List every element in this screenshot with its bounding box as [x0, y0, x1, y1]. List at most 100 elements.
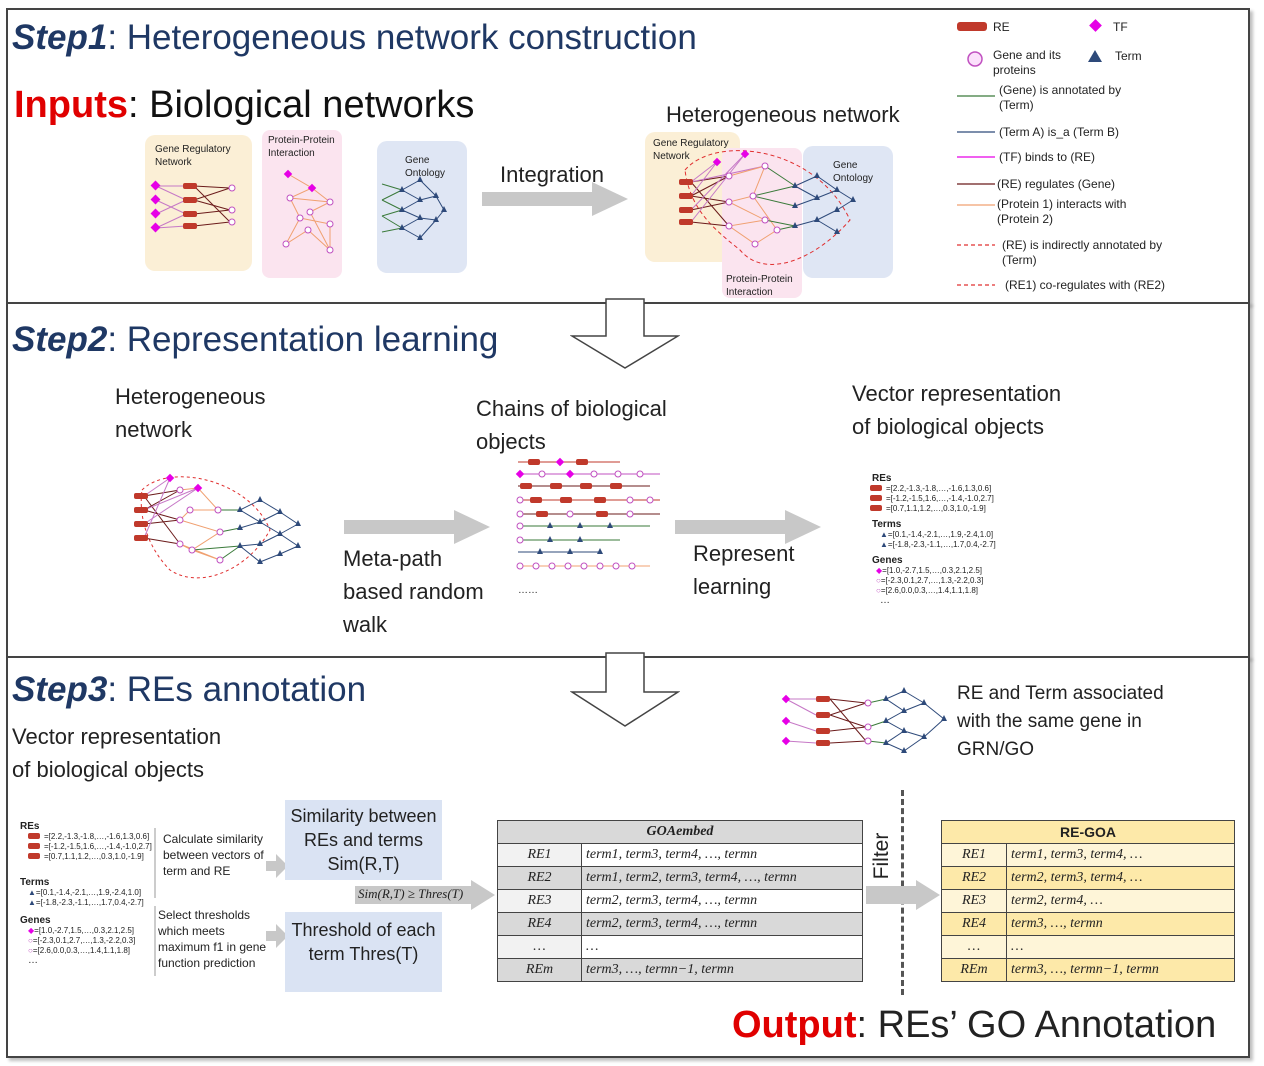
- re-term-note: RE and Term associated with the same gen…: [957, 683, 1164, 760]
- step1-heading: Step1: Heterogeneous network constructio…: [12, 18, 697, 58]
- output-heading: Output: REs’ GO Annotation: [732, 1004, 1216, 1047]
- vec3-res-header: REs: [20, 821, 40, 832]
- down-arrow-2: [570, 652, 680, 727]
- vec3-terms-header: Terms: [20, 877, 50, 888]
- similarity-box-text: Similarity between REs and terms Sim(R,T…: [290, 806, 437, 874]
- output-text: : REs’ GO Annotation: [856, 1004, 1217, 1046]
- goa-re-cell: …: [497, 935, 582, 959]
- goa-embed-header: GOAembed: [497, 820, 863, 844]
- step2-heading: Step2: Representation learning: [12, 320, 498, 360]
- threshold-box: Threshold of each term Thres(T): [285, 912, 442, 992]
- grn-label: Gene Regulatory Network: [155, 144, 231, 168]
- re-goa-re-cell: RE4: [941, 912, 1007, 936]
- vec3-genes-header: Genes: [20, 915, 51, 926]
- go-box: [377, 141, 467, 273]
- re-term-graphic: [781, 687, 947, 753]
- threshold-box-text: Threshold of each term Thres(T): [291, 920, 436, 964]
- re-goa-re-cell: RE1: [941, 843, 1007, 867]
- hn-go-box: [803, 146, 893, 278]
- integration-arrow: [482, 182, 628, 216]
- step3-vector-list: REs =[2.2,-1.3,-1.8,…,-1.6,1.3,0.6] =[-1…: [20, 822, 180, 966]
- vec2-term-row-1: ▲=[0.1,-1.4,-2.1,…,1.9,-2.4,1.0]: [880, 530, 994, 539]
- vec2-term-row-2: ▲=[-1.8,-2.3,-1.1,…,1.7,0.4,-2.7]: [880, 540, 996, 549]
- select-arrow: [266, 924, 288, 948]
- vec2-genes-header: Genes: [872, 555, 903, 566]
- re-goa-re-cell: REm: [941, 958, 1007, 982]
- step2-hetero-label: Heterogeneous network: [115, 384, 266, 442]
- vec2-re-row-2: =[-1.2,-1.5,1.6,…,-1.4,-1.0,2.7]: [870, 494, 1032, 504]
- legend-tf: TF: [1113, 20, 1128, 34]
- goa-terms-cell: term2, term3, term4, …, termn: [581, 889, 863, 913]
- hn-ppi-label: Protein-Protein Interaction: [726, 274, 793, 298]
- legend-re: RE: [993, 20, 1010, 34]
- hn-go-label: Gene Ontology: [833, 160, 874, 184]
- step3-title: : REs annotation: [107, 670, 367, 709]
- step2-title: : Representation learning: [107, 320, 499, 359]
- hn-grn-label: Gene Regulatory Network: [653, 138, 729, 162]
- input-networks-graphic: [150, 169, 447, 254]
- integration-label: Integration: [500, 162, 604, 187]
- similarity-box: Similarity between REs and terms Sim(R,T…: [285, 800, 442, 880]
- step2-vector-label: Vector representation of biological obje…: [852, 381, 1062, 439]
- chains-graphic: [515, 457, 660, 570]
- vec2-gene-row-3: ○=[2.6,0.0,0.3,…,1.4,1.1,1.8]: [876, 586, 979, 595]
- table-row: ……: [497, 935, 863, 959]
- re-goa-terms-cell: term2, term4, …: [1006, 889, 1235, 913]
- step1-label: Step1: [12, 18, 108, 57]
- vec2-re-row-3: =[0.7,1.1,1.2,…,0.3,1.0,-1.9]: [870, 504, 1032, 514]
- step3-vector-label: Vector representation of biological obje…: [12, 724, 222, 782]
- inputs-label: Inputs: [14, 84, 128, 126]
- calc-arrow: [266, 854, 288, 878]
- vec3-ellipsis: …: [28, 955, 38, 966]
- vec3-re-row-2: =[-1.2,-1.5,1.6,…,-1.4,-1.0,2.7]: [20, 842, 180, 852]
- legend-annotated: (Gene) is annotated by (Term): [999, 83, 1122, 112]
- metapath-label: Meta-path based random walk: [343, 546, 484, 637]
- step2-vector-list: REs =[2.2,-1.3,-1.8,…,-1.6,1.3,0.6] =[-1…: [870, 473, 1032, 606]
- goa-terms-cell: term3, …, termn−1, termn: [581, 958, 863, 982]
- vec3-term-row-2: ▲=[-1.8,-2.3,-1.1,…,1.7,0.4,-2.7]: [28, 898, 144, 907]
- step2-network-graphic: [134, 473, 301, 579]
- goa-re-cell: RE1: [497, 843, 582, 867]
- vec2-res-header: REs: [872, 473, 892, 484]
- calc-text: Calculate similarity between vectors of …: [163, 832, 264, 878]
- re-goa-header: RE-GOA: [941, 820, 1235, 844]
- goa-re-cell: RE3: [497, 889, 582, 913]
- go-label: Gene Ontology: [405, 155, 446, 179]
- legend-term: Term: [1115, 49, 1142, 63]
- re-goa-terms-cell: term1, term3, term4, …: [1006, 843, 1235, 867]
- goa-re-cell: RE4: [497, 912, 582, 936]
- table-row: ……: [941, 935, 1235, 959]
- legend-indirect: (RE) is indirectly annotated by (Term): [1002, 238, 1163, 267]
- step3-label: Step3: [12, 670, 108, 709]
- goa-terms-cell: term1, term3, term4, …, termn: [581, 843, 863, 867]
- vec3-re-row-1: =[2.2,-1.3,-1.8,…,-1.6,1.3,0.6]: [20, 832, 180, 842]
- down-arrow-1: [570, 298, 680, 369]
- vec2-re-row-1: =[2.2,-1.3,-1.8,…,-1.6,1.3,0.6]: [870, 484, 1032, 494]
- legend-regulates: (RE) regulates (Gene): [997, 177, 1116, 191]
- legend-gene: Gene and its proteins: [993, 48, 1062, 77]
- re-goa-terms-cell: term3, …, termn: [1006, 912, 1235, 936]
- bracket-line-top: [154, 828, 156, 898]
- legend-interacts: (Protein 1) interacts with (Protein 2): [997, 197, 1127, 226]
- re-goa-re-cell: RE3: [941, 889, 1007, 913]
- re-goa-terms-cell: term3, …, termn−1, termn: [1006, 958, 1235, 982]
- re-goa-terms-cell: …: [1006, 935, 1235, 959]
- select-text: Select thresholds which meets maximum f1…: [158, 907, 278, 971]
- legend-symbols: [957, 19, 1102, 286]
- arrow-metapath: [344, 510, 490, 544]
- goa-terms-cell: …: [581, 935, 863, 959]
- condition-label: Sim(R,T) ≥ Thres(T): [358, 886, 464, 901]
- vec3-gene-row-2: ○=[-2.3,0.1,2.7,…,1.3,-2.2,0.3]: [28, 936, 136, 945]
- goa-re-cell: RE2: [497, 866, 582, 890]
- vec2-gene-row-2: ○=[-2.3,0.1,2.7,…,1.3,-2.2,0.3]: [876, 576, 984, 585]
- to-goa-arrow: [355, 880, 495, 910]
- vec3-gene-row-1: ◆=[1.0,-2.7,1.5,…,0.3,2.1,2.5]: [28, 926, 134, 935]
